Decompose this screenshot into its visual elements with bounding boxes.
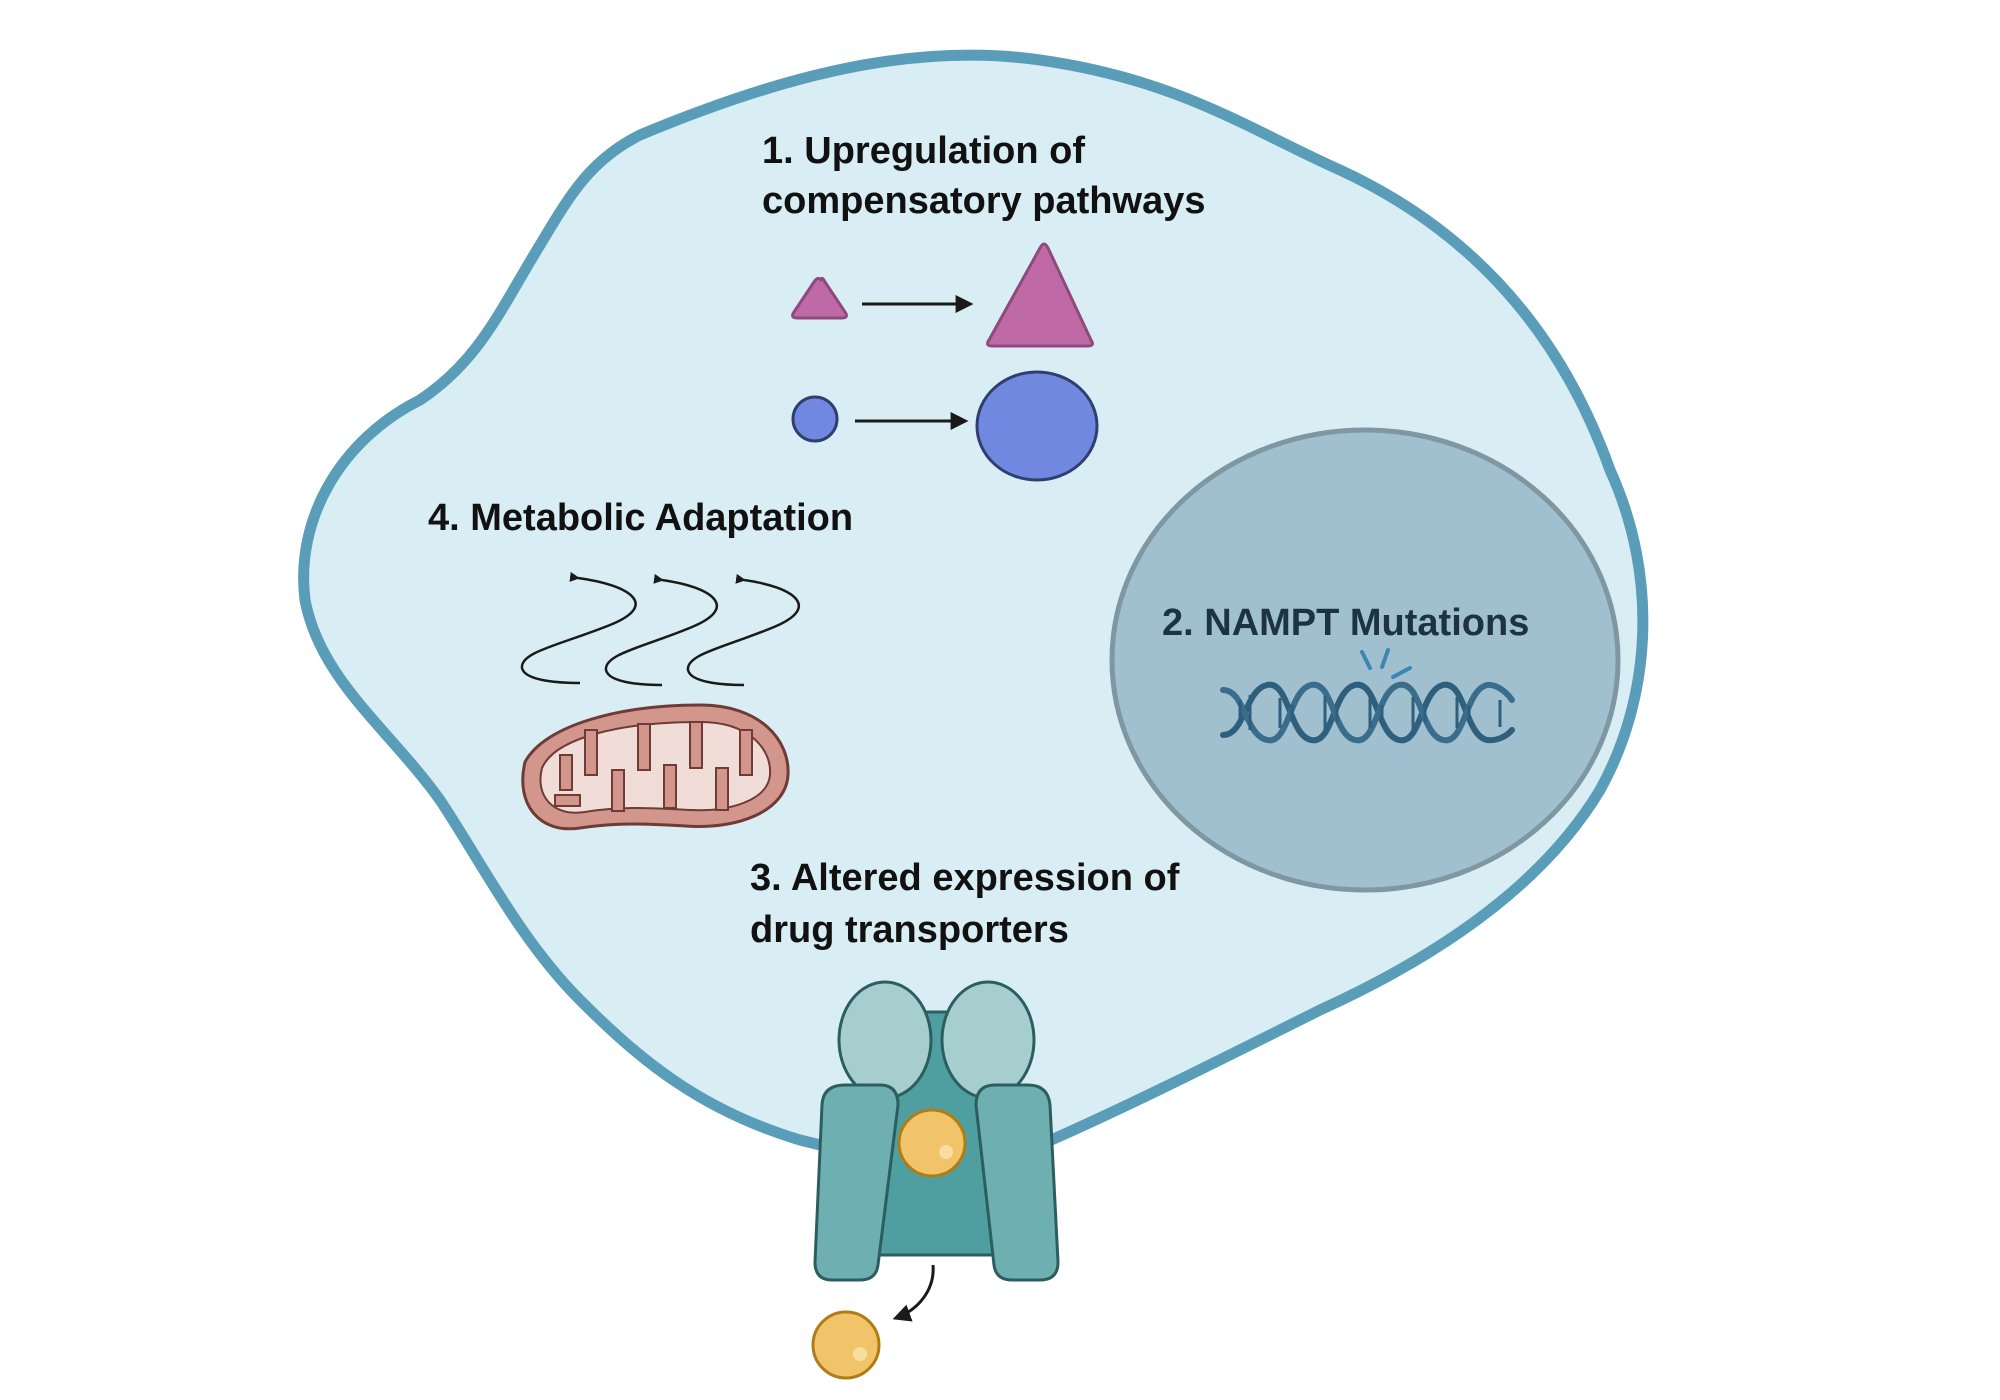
drug-molecule-icon — [897, 1108, 967, 1178]
dna-rungs — [1238, 695, 1502, 730]
metabolic-label: 4. Metabolic Adaptation — [428, 497, 853, 539]
nampt-label: 2. NAMPT Mutations — [1162, 602, 1529, 644]
transporter-icon — [813, 980, 1060, 1282]
small-circle-icon — [791, 395, 839, 443]
pathways-label-line2: compensatory pathways — [762, 180, 1205, 222]
dna-icon — [1220, 681, 1515, 744]
large-circle-icon — [975, 370, 1099, 482]
drug-molecule-icon — [811, 1310, 881, 1380]
efflux-arrow-icon — [892, 1264, 935, 1322]
mitochondrion-icon — [521, 703, 790, 831]
heat-wave-icon — [520, 571, 800, 687]
large-triangle-icon — [986, 242, 1094, 348]
pathways-label-line1: 1. Upregulation of — [762, 130, 1085, 172]
transporters-label-line1: 3. Altered expression of — [750, 857, 1180, 899]
transporters-label-line2: drug transporters — [750, 909, 1069, 951]
small-triangle-icon — [791, 276, 848, 320]
mutation-spark-icon — [1360, 648, 1412, 679]
